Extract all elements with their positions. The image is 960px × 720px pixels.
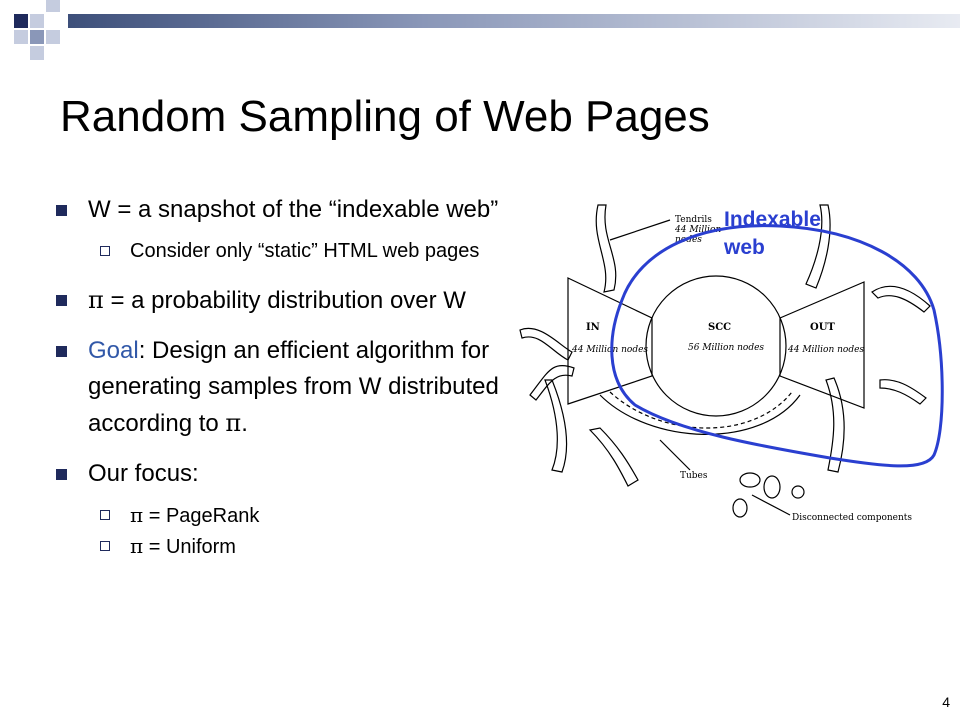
in-label: IN: [586, 322, 600, 333]
pi-symbol: π: [225, 409, 242, 437]
hollow-square-icon: [100, 541, 110, 551]
corner-square-dark: [14, 14, 28, 28]
disconnected-pointer: [751, 494, 791, 516]
bullet-goal: Goal: Design an efficient algorithm for …: [48, 333, 518, 442]
bullet-snapshot: W = a snapshot of the “indexable web”: [48, 192, 518, 228]
bullet-distribution: π = a probability distribution over W: [48, 282, 518, 319]
tendril-shape: [879, 379, 927, 405]
tendril-shape: [519, 327, 573, 361]
tendril-shape: [595, 204, 617, 293]
bullet-square-icon: [56, 469, 67, 480]
tendril-shape: [588, 427, 639, 487]
tendril-shape: [529, 364, 575, 401]
out-component-shape: [779, 281, 865, 409]
bullet-text: = a probability distribution over W: [103, 287, 466, 314]
corner-square-light: [14, 30, 28, 44]
pi-symbol: π: [130, 503, 144, 527]
sub-bullet-text: Consider only “static” HTML web pages: [130, 240, 480, 262]
sub-bullet-text: = PageRank: [143, 505, 260, 527]
in-count: 44 Million nodes: [571, 345, 648, 355]
tendril-shape: [825, 377, 845, 473]
bullet-text: W = a snapshot of the “indexable web”: [88, 196, 499, 223]
tube-path: [609, 391, 793, 429]
slide-content: W = a snapshot of the “indexable web” Co…: [48, 192, 518, 578]
tendrils-nodes: nodes: [675, 235, 702, 245]
hollow-square-icon: [100, 246, 110, 256]
sub-bullet-text: = Uniform: [143, 536, 236, 558]
bullet-text-end: .: [241, 410, 248, 437]
sub-bullet-uniform: π = Uniform: [48, 531, 518, 562]
out-label: OUT: [810, 322, 835, 333]
corner-square-mid: [30, 30, 44, 44]
bullet-square-icon: [56, 346, 67, 357]
corner-square-light: [46, 0, 60, 12]
tubes-label: Tubes: [680, 471, 708, 481]
pi-symbol: π: [88, 286, 104, 314]
in-component-shape: [567, 277, 653, 405]
corner-square-light: [30, 46, 44, 60]
slide-title: Random Sampling of Web Pages: [60, 92, 710, 141]
disconnected-component: [791, 485, 805, 499]
tube-path: [599, 394, 801, 435]
hollow-square-icon: [100, 510, 110, 520]
bullet-square-icon: [56, 295, 67, 306]
scc-component-shape: [645, 275, 787, 417]
goal-keyword: Goal: [88, 337, 139, 364]
tendril-shape: [871, 285, 931, 313]
title-gradient-bar: [68, 14, 960, 28]
disconnected-label: Disconnected components: [792, 513, 912, 523]
corner-square-light: [30, 14, 44, 28]
scc-label: SCC: [708, 322, 731, 333]
indexable-label-line2: web: [724, 236, 765, 259]
disconnected-component: [763, 475, 781, 499]
scc-count: 56 Million nodes: [688, 343, 764, 353]
sub-bullet-pagerank: π = PageRank: [48, 500, 518, 531]
bullet-text: : Design an efficient algorithm for gene…: [88, 337, 499, 437]
tendrils-count: 44 Million: [674, 225, 721, 235]
out-count: 44 Million nodes: [787, 345, 864, 355]
sub-bullet-static: Consider only “static” HTML web pages: [48, 236, 518, 266]
bullet-text: Our focus:: [88, 460, 199, 487]
indexable-label-line1: Indexable: [724, 208, 821, 231]
corner-square-light: [46, 30, 60, 44]
tendrils-label: Tendrils: [675, 215, 712, 225]
pi-symbol: π: [130, 534, 144, 558]
bullet-square-icon: [56, 205, 67, 216]
indexable-web-outline: [610, 224, 944, 468]
disconnected-component: [732, 498, 748, 518]
tubes-pointer: [659, 439, 691, 471]
bowtie-web-diagram: Tendrils 44 Million nodes IN 44 Million …: [519, 204, 944, 523]
indexable-web-label: Indexable web: [724, 206, 821, 262]
bullet-focus: Our focus:: [48, 456, 518, 492]
disconnected-component: [739, 472, 761, 488]
tendril-shape: [544, 379, 568, 473]
tendrils-pointer: [609, 219, 671, 241]
page-number: 4: [942, 694, 950, 710]
